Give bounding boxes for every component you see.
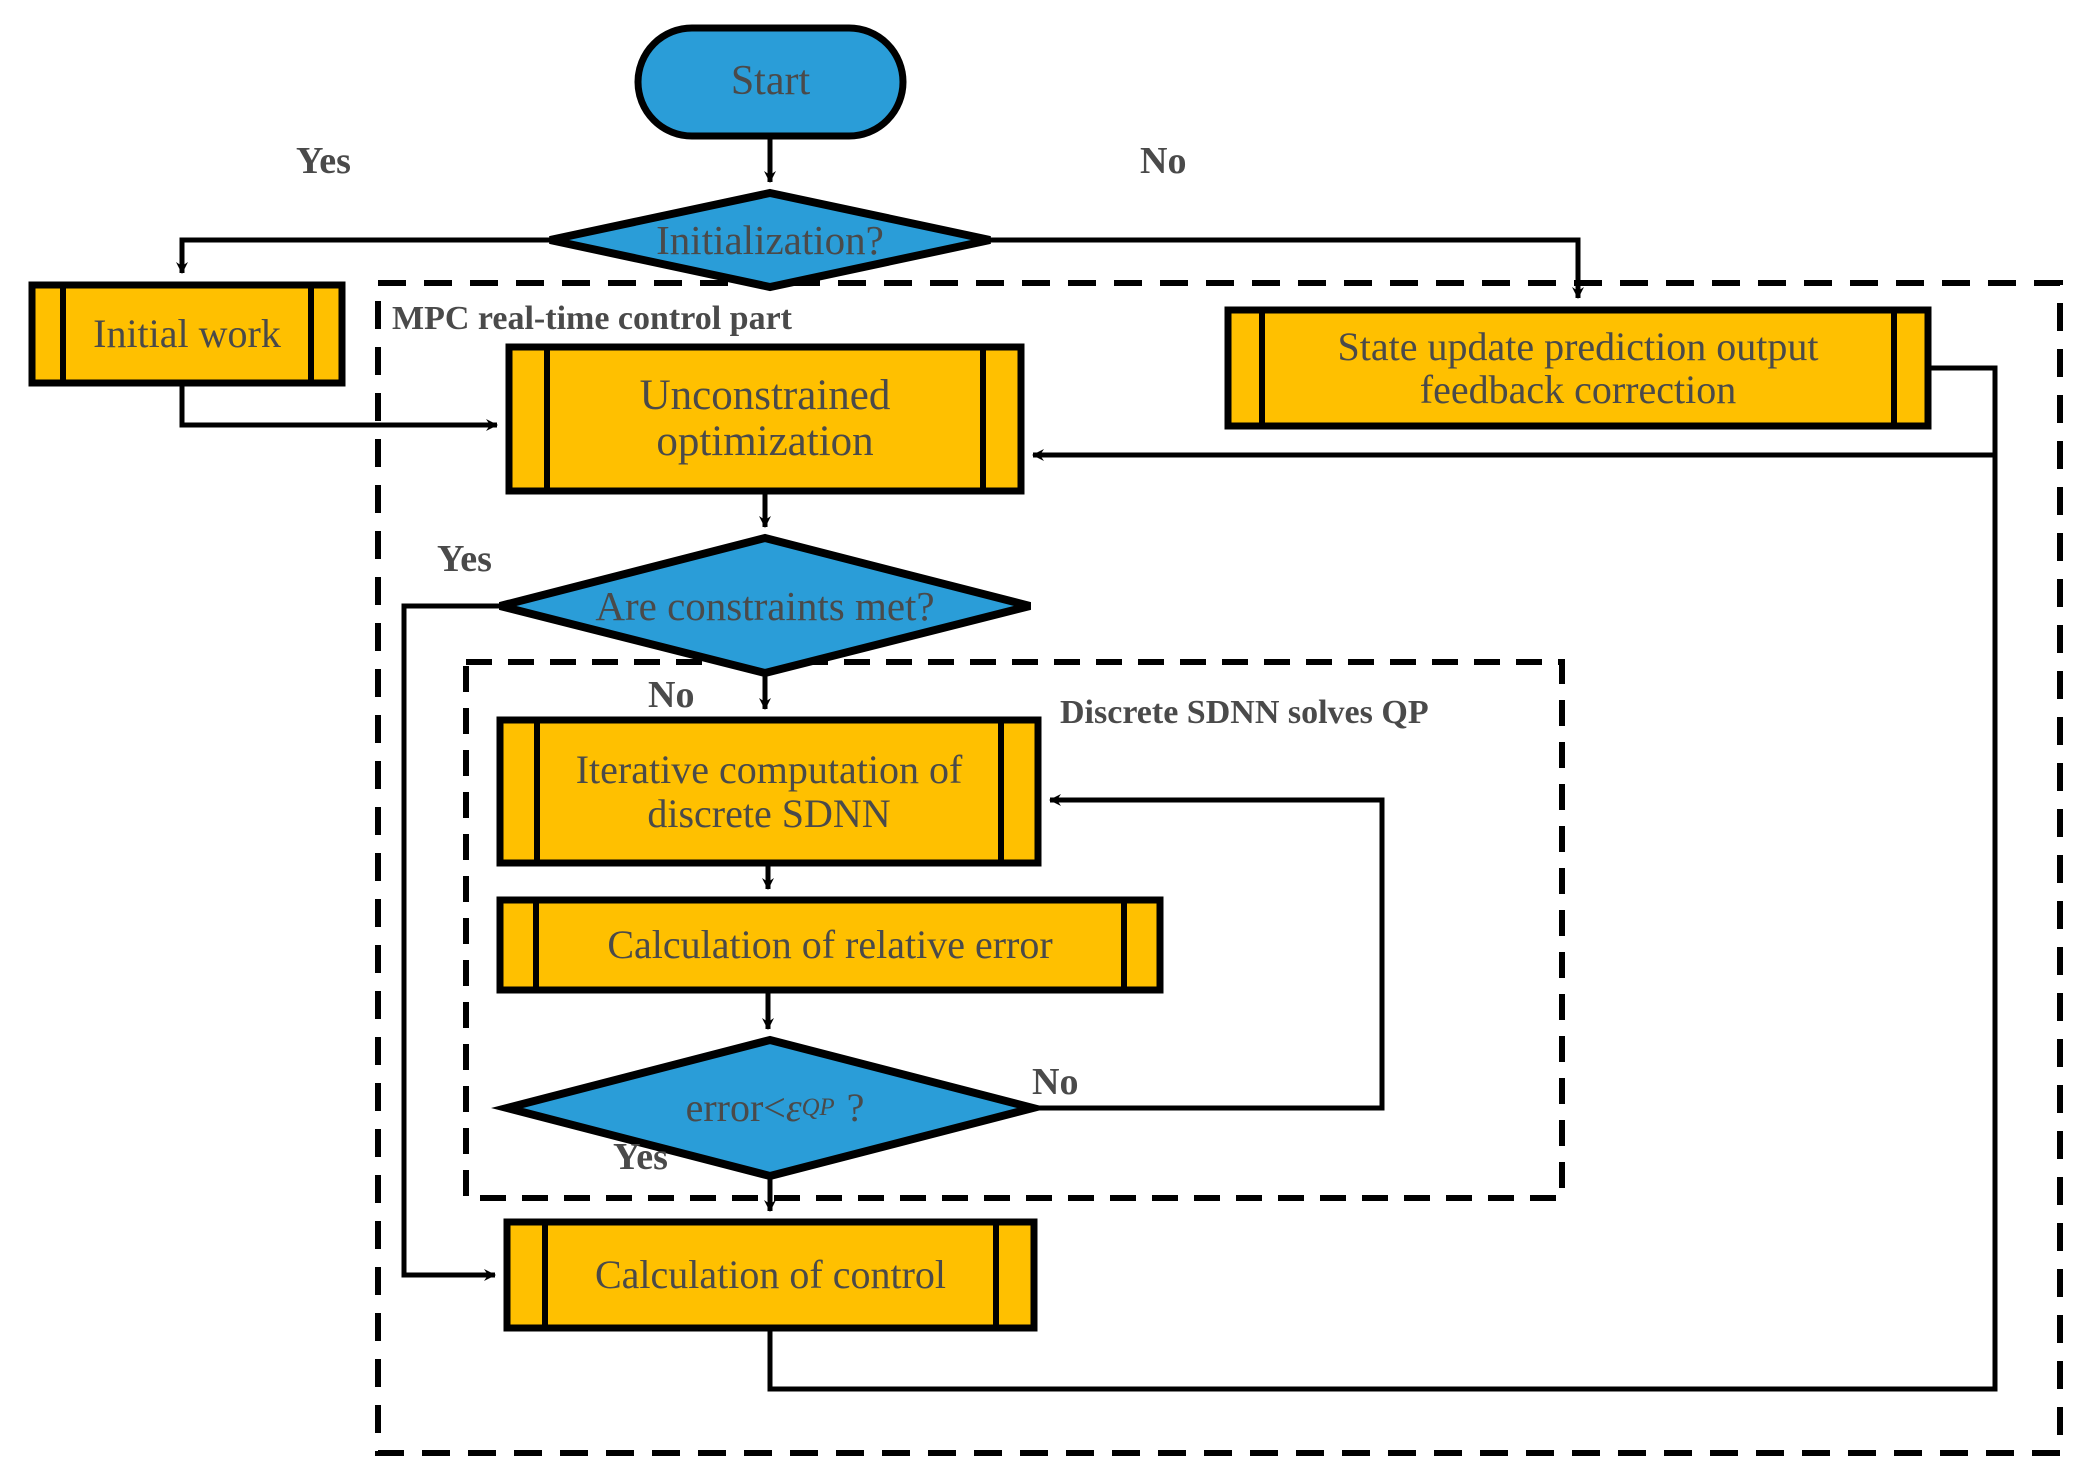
edge-initial-work-to-unconstrained — [179, 383, 498, 431]
edge-initialization-no — [990, 237, 1584, 299]
sdnn-group-label: Discrete SDNN solves QP — [1060, 694, 1429, 731]
edge-control-feedback-loop — [767, 392, 1998, 1392]
edge-label-error-no: No — [1032, 1061, 1079, 1103]
iterative-sdnn-node — [496, 716, 1042, 867]
edge-initialization-yes — [176, 237, 550, 274]
relative-error-node — [496, 896, 1164, 994]
unconstrained-optimization-node — [505, 343, 1025, 495]
edge-constraints-yes — [401, 603, 500, 1281]
calculation-of-control-node — [503, 1218, 1038, 1332]
state-update-node — [1224, 306, 1932, 430]
edge-label-initialization-yes: Yes — [296, 140, 351, 182]
edge-label-initialization-no: No — [1140, 140, 1187, 182]
edge-label-error-yes: Yes — [613, 1136, 668, 1178]
edge-error-check-no — [1033, 794, 1385, 1111]
start-node — [634, 24, 907, 140]
edge-label-constraints-yes: Yes — [437, 538, 492, 580]
edge-label-constraints-no: No — [648, 674, 695, 716]
initial-work-node — [28, 281, 346, 387]
mpc-group-box — [375, 280, 2063, 1456]
mpc-group-label: MPC real-time control part — [392, 300, 792, 337]
sdnn-group-box — [463, 659, 1565, 1201]
constraints-met-node — [499, 533, 1031, 678]
error-check-node — [491, 1035, 1049, 1181]
initialization-node — [549, 188, 991, 292]
